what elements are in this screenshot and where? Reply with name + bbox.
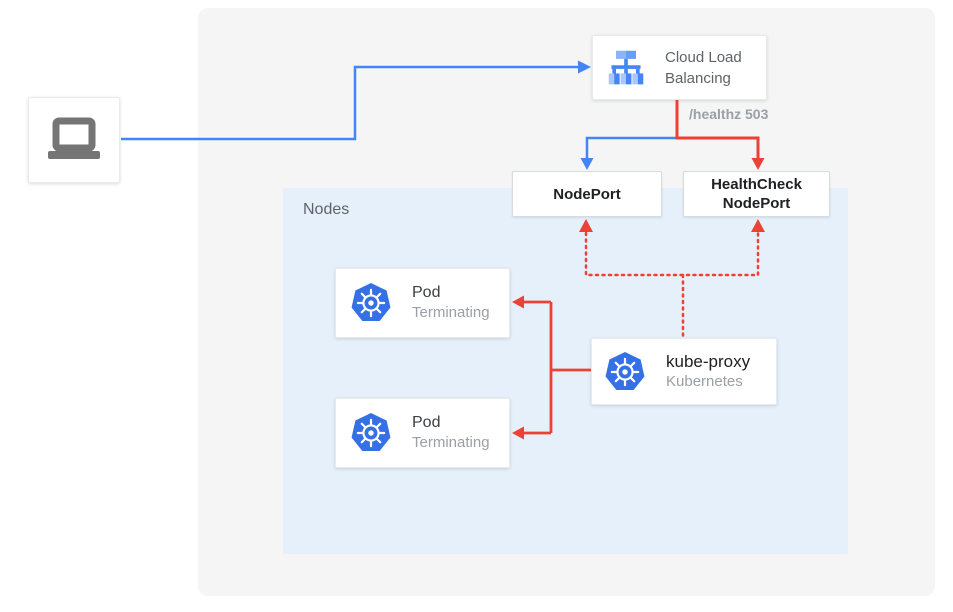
pod-status: Terminating	[412, 434, 490, 451]
healthz-status-label: /healthz 503	[689, 106, 769, 122]
pod-title: Pod	[412, 414, 441, 431]
laptop-icon	[48, 117, 100, 159]
kubernetes-icon	[605, 351, 645, 390]
cloud-load-balancing-card: Cloud Load Balancing	[592, 35, 767, 100]
pod-text: Pod Terminating	[412, 413, 490, 453]
cloud-load-balancing-label: Cloud Load Balancing	[665, 48, 742, 87]
kubernetes-icon	[351, 413, 391, 451]
pod-title: Pod	[412, 284, 441, 301]
kube-proxy-card: kube-proxy Kubernetes	[591, 338, 777, 405]
pod-card-1: Pod Terminating	[335, 268, 510, 338]
healthcheck-nodeport-label-line2: NodePort	[722, 195, 791, 212]
healthcheck-nodeport-label-line1: HealthCheck	[711, 176, 802, 193]
nodeport-label: NodePort	[553, 185, 621, 203]
pod-card-2: Pod Terminating	[335, 398, 510, 468]
nodes-container-label: Nodes	[303, 201, 350, 218]
load-balancer-icon	[608, 50, 644, 84]
kube-proxy-text: kube-proxy Kubernetes	[666, 352, 750, 392]
kubernetes-icon	[351, 283, 391, 321]
nodeport-box: NodePort	[512, 171, 662, 217]
kube-proxy-subtitle: Kubernetes	[666, 372, 743, 390]
healthcheck-nodeport-box: HealthCheck NodePort	[683, 171, 830, 217]
pod-text: Pod Terminating	[412, 283, 490, 323]
kube-proxy-title: kube-proxy	[666, 351, 751, 371]
client-card	[28, 97, 120, 183]
pod-status: Terminating	[412, 304, 490, 321]
